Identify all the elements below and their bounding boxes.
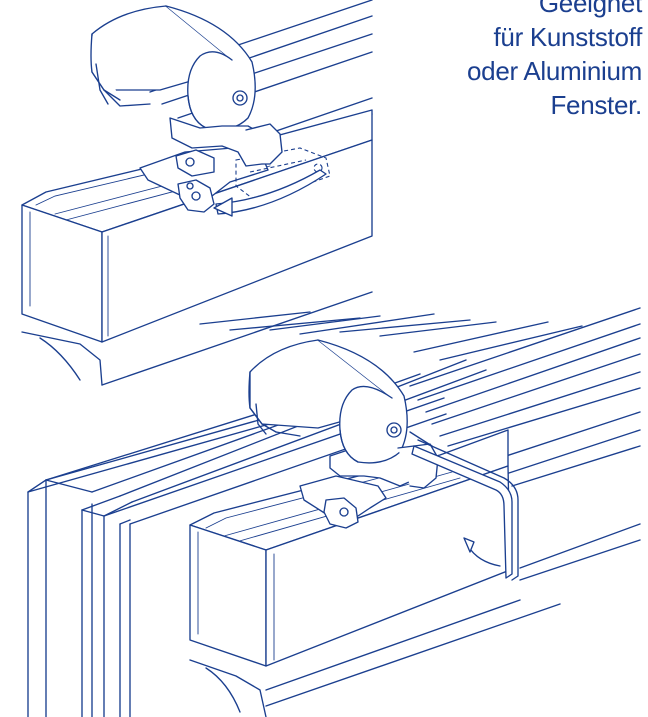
frame-bracket: [411, 439, 519, 581]
caption-line-1: Geeignet: [538, 0, 642, 18]
installed-motor-unit: [248, 339, 439, 489]
installed-view: [27, 307, 641, 717]
detail-view: [21, 0, 373, 386]
installed-clip: [299, 445, 419, 529]
caption-line-3: oder Aluminium: [467, 56, 642, 86]
detail-motor-unit: [90, 5, 283, 167]
caption: Geeignet für Kunststoff oder Aluminium F…: [372, 0, 642, 122]
caption-line-4: Fenster.: [550, 90, 642, 120]
caption-line-2: für Kunststoff: [493, 22, 642, 52]
sash-rails: [409, 307, 641, 581]
bracket-arrow: [463, 537, 501, 567]
detail-clip: [139, 147, 331, 217]
